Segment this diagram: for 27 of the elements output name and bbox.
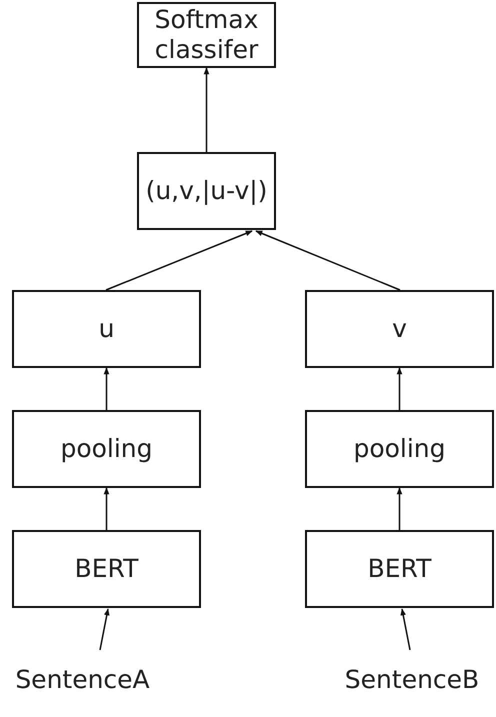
process-box	[12, 290, 201, 368]
arrow	[104, 367, 110, 410]
box-label: BERT	[368, 554, 432, 584]
arrow	[255, 230, 400, 291]
box-label: pooling	[353, 434, 446, 464]
arrow	[400, 608, 411, 650]
input-label: SentenceB	[344, 665, 480, 695]
box-label: u	[98, 314, 114, 344]
process-box	[305, 290, 494, 368]
process-box	[137, 152, 276, 230]
process-box	[12, 410, 201, 488]
arrow	[396, 487, 402, 530]
arrow	[396, 367, 402, 410]
arrow	[104, 487, 110, 530]
process-box	[12, 530, 201, 608]
process-box	[137, 2, 276, 68]
process-box	[305, 530, 494, 608]
process-box	[305, 410, 494, 488]
input-label: SentenceA	[15, 665, 150, 695]
box-label: (u,v,|u-v|)	[146, 176, 268, 206]
arrow	[204, 67, 210, 152]
box-label: v	[392, 314, 407, 344]
arrow	[99, 608, 110, 650]
box-label: Softmax classifer	[154, 5, 260, 65]
box-label: pooling	[60, 434, 153, 464]
box-label: BERT	[74, 554, 138, 584]
arrow	[106, 230, 253, 291]
